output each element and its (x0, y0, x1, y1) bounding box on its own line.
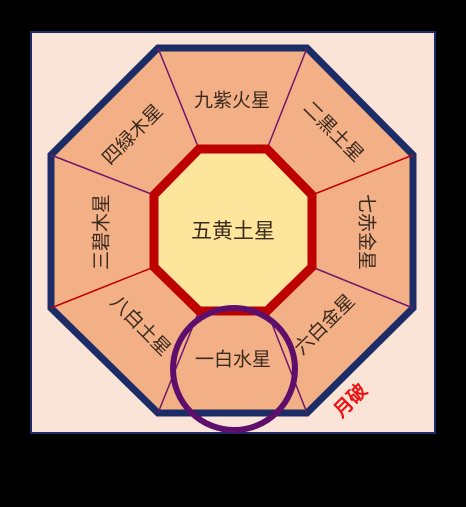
divider-n-left (157, 47, 200, 150)
marker-circle (170, 305, 298, 433)
divider-w-nw (50, 154, 155, 196)
sector-label-w: 三碧木星 (91, 194, 113, 270)
divider-e-se (311, 266, 414, 309)
sector-label-s: 一白水星 (195, 349, 271, 371)
divider-ne-e (311, 154, 414, 196)
divider-se-s (266, 310, 308, 414)
sector-label-e: 七赤金星 (356, 194, 378, 270)
sector-label-n: 九紫火星 (194, 90, 270, 112)
divider-n-right (266, 47, 308, 150)
divider-sw-w (50, 266, 155, 309)
center-octagon (149, 144, 317, 316)
center-label: 五黄土星 (191, 219, 275, 243)
